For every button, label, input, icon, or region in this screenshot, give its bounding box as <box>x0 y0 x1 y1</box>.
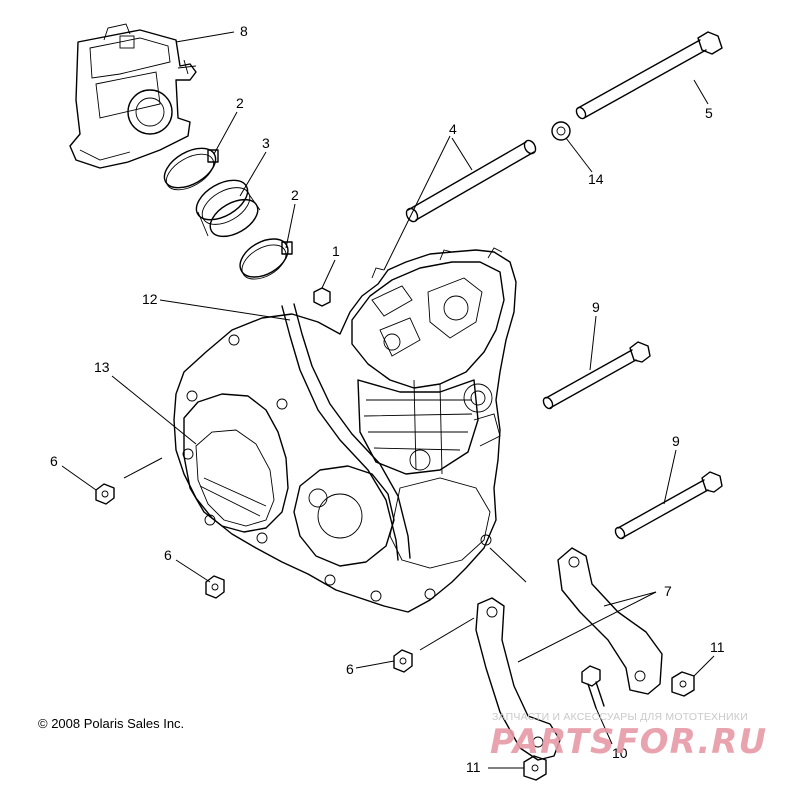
hose-clamp-upper-part <box>163 147 219 191</box>
nut-right-part <box>671 671 695 697</box>
callout-11-right: 11 <box>710 639 725 655</box>
callout-9-upper: 9 <box>592 299 600 315</box>
callout-5: 5 <box>705 105 713 121</box>
throttle-body-part <box>69 23 197 169</box>
flange-bolt-part <box>581 665 605 709</box>
callout-8: 8 <box>240 23 248 39</box>
copyright-notice: © 2008 Polaris Sales Inc. <box>38 716 185 731</box>
engine-assembly-part <box>173 247 517 613</box>
flange-nut-middle-part <box>205 575 225 599</box>
mount-bolt-lower-part <box>614 471 723 540</box>
callout-10: 10 <box>612 745 628 761</box>
nut-bottom-part <box>523 755 547 781</box>
watermark-logo: PARTSFOR.RU <box>490 722 768 762</box>
callout-4: 4 <box>449 121 457 137</box>
callout-1: 1 <box>332 243 340 259</box>
callout-2-lower: 2 <box>291 187 299 203</box>
callout-7: 7 <box>664 583 672 599</box>
hose-clamp-lower-part <box>239 238 293 280</box>
mount-bracket-left-part <box>475 597 561 761</box>
callout-14: 14 <box>588 171 604 187</box>
callout-3: 3 <box>262 135 270 151</box>
watermark-tagline: ЗАПЧАСТИ И АКСЕССУАРЫ ДЛЯ МОТОТЕХНИКИ <box>492 711 748 723</box>
leader-lines <box>61 31 715 769</box>
dowel-pin-part <box>405 139 537 223</box>
mount-bracket-right-part <box>557 547 663 695</box>
callout-11-bottom: 11 <box>466 759 481 775</box>
long-bolt-part <box>575 31 723 120</box>
callout-13: 13 <box>94 359 110 375</box>
callout-9-lower: 9 <box>672 433 680 449</box>
callout-12: 12 <box>142 291 158 307</box>
intake-boot-part <box>195 179 261 238</box>
flange-nut-upper-part <box>95 483 115 505</box>
mount-bolt-upper-part <box>542 341 651 410</box>
fitting-part <box>313 287 331 307</box>
callout-6-middle: 6 <box>164 547 172 563</box>
callout-6-lower: 6 <box>346 661 354 677</box>
lock-washer-part <box>551 121 571 141</box>
callout-6-upper: 6 <box>50 453 58 469</box>
flange-nut-lower-part <box>393 649 413 673</box>
callout-2-upper: 2 <box>236 95 244 111</box>
